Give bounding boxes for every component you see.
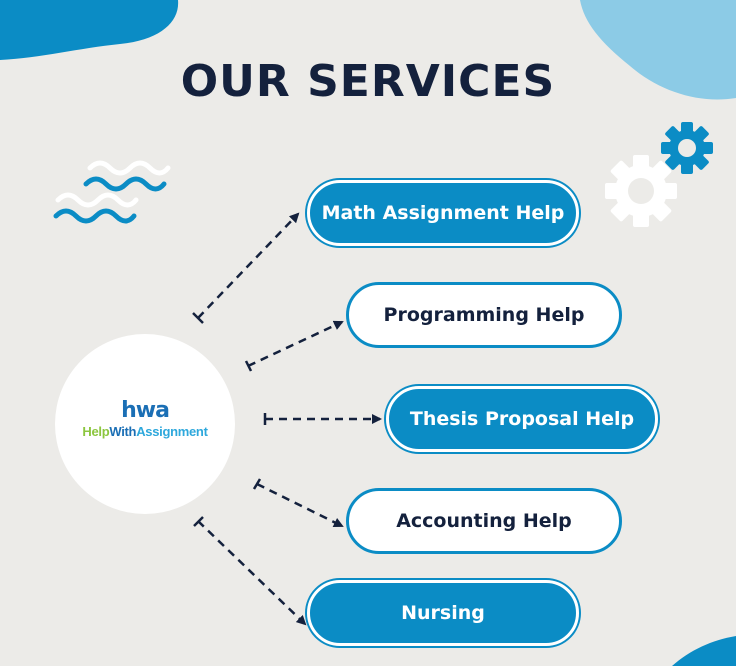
- blob-bottom-right: [672, 636, 736, 666]
- service-label: Thesis Proposal Help: [409, 408, 635, 430]
- page-title: OUR SERVICES: [180, 56, 556, 107]
- logo-text-help: Help: [82, 424, 110, 439]
- gear-icon: [605, 155, 677, 227]
- blob-top-left: [0, 0, 179, 60]
- connector-arrow-5: [197, 520, 307, 626]
- connector-arrow-4: [256, 482, 344, 528]
- service-pill-thesis-proposal: Thesis Proposal Help: [386, 386, 658, 452]
- blob-top-right: [580, 0, 736, 100]
- service-pill-accounting: Accounting Help: [346, 488, 622, 554]
- logo-circle: hwa HelpWithAssignment: [55, 334, 235, 514]
- service-pill-programming: Programming Help: [346, 282, 622, 348]
- wave-lines-icon: [53, 160, 171, 224]
- service-label: Nursing: [401, 602, 485, 624]
- logo-text-with: With: [109, 424, 137, 439]
- logo-text-assignment: Assignment: [136, 424, 208, 439]
- service-label: Programming Help: [383, 304, 585, 326]
- service-label: Accounting Help: [396, 510, 572, 532]
- connector-arrow-1: [197, 212, 300, 319]
- connector-arrow-2: [247, 320, 344, 368]
- service-pill-math-assignment: Math Assignment Help: [307, 180, 579, 246]
- gear-icon: [661, 122, 713, 174]
- logo-mark: hwa: [121, 398, 170, 423]
- service-pill-nursing: Nursing: [307, 580, 579, 646]
- service-label: Math Assignment Help: [321, 202, 565, 224]
- logo-wordmark: HelpWithAssignment: [55, 424, 235, 439]
